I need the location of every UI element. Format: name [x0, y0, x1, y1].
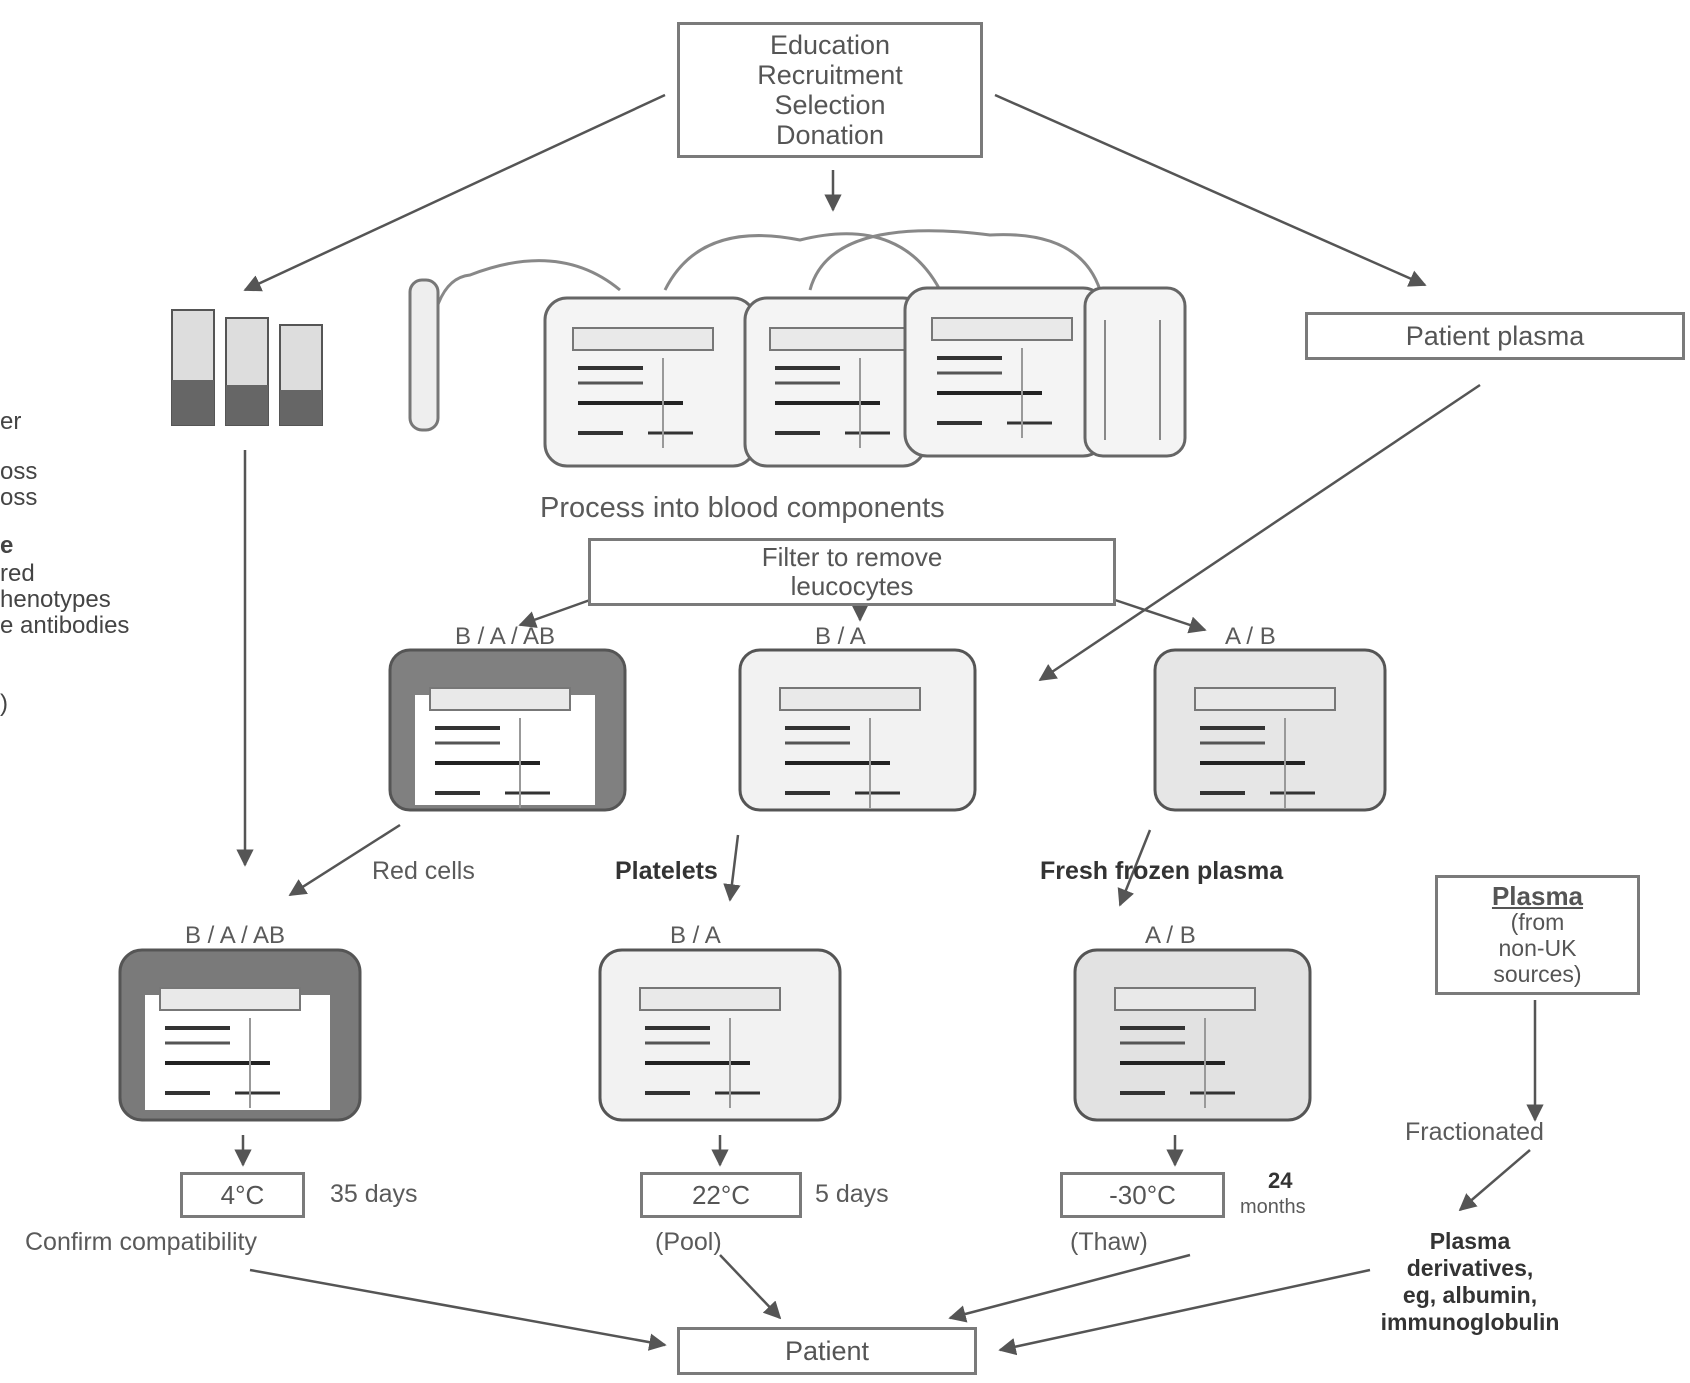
storage-duration-ffp: 24 — [1268, 1168, 1292, 1194]
bag-code-platelets: B / A — [815, 623, 866, 651]
patient-box: Patient — [677, 1327, 977, 1375]
derivatives-line: Plasma — [1310, 1228, 1630, 1255]
storage-duration-platelets: 5 days — [815, 1180, 889, 1209]
left-fragment: e — [0, 532, 13, 560]
filter-box: Filter to remove leucocytes — [588, 538, 1116, 606]
storage-temp-ffp: -30°C — [1060, 1172, 1225, 1218]
left-fragment: er — [0, 408, 21, 436]
donation-line: Donation — [776, 120, 884, 150]
plasma-line: sources) — [1493, 961, 1581, 987]
bag-ffp-stored — [1075, 950, 1310, 1120]
plasma-derivatives-label: Plasma derivatives, eg, albumin, immunog… — [1310, 1228, 1630, 1336]
pool-label: (Pool) — [655, 1228, 722, 1257]
left-fragment: oss — [0, 458, 37, 486]
plasma-title: Plasma — [1492, 883, 1583, 909]
bag-code-red-cells-stored: B / A / AB — [185, 922, 285, 950]
education-line: Education — [770, 30, 890, 60]
recruitment-line: Recruitment — [757, 60, 903, 90]
derivatives-line: derivatives, — [1310, 1255, 1630, 1282]
collection-bag-set-illustration — [410, 231, 1185, 466]
bag-red-cells-stored — [120, 950, 360, 1120]
storage-temp-platelets: 22°C — [640, 1172, 802, 1218]
left-fragment: red — [0, 560, 35, 588]
selection-line: Selection — [774, 90, 885, 120]
bag-code-red-cells: B / A / AB — [455, 623, 555, 651]
sample-tubes-illustration — [172, 310, 322, 425]
ffp-label: Fresh frozen plasma — [1040, 857, 1283, 886]
plasma-source-box: Plasma (from non-UK sources) — [1435, 875, 1640, 995]
platelets-label: Platelets — [615, 857, 718, 886]
storage-duration-red-cells: 35 days — [330, 1180, 418, 1209]
storage-temp-red-cells: 4°C — [180, 1172, 305, 1218]
patient-plasma-box: Patient plasma — [1305, 312, 1685, 360]
process-label: Process into blood components — [540, 492, 945, 525]
filter-line-1: Filter to remove — [762, 543, 943, 572]
education-box: Education Recruitment Selection Donation — [677, 22, 983, 158]
bag-code-ffp-stored: A / B — [1145, 922, 1196, 950]
bag-code-platelets-stored: B / A — [670, 922, 721, 950]
bag-fresh-frozen-plasma — [1155, 650, 1385, 810]
left-fragment: ) — [0, 690, 8, 718]
left-fragment: henotypes — [0, 586, 111, 614]
derivatives-line: eg, albumin, — [1310, 1282, 1630, 1309]
thaw-label: (Thaw) — [1070, 1228, 1148, 1257]
bag-platelets — [740, 650, 975, 810]
left-fragment: oss — [0, 484, 37, 512]
bag-platelets-stored — [600, 950, 840, 1120]
bag-red-cells — [390, 650, 625, 810]
derivatives-line: immunoglobulin — [1310, 1309, 1630, 1336]
confirm-compatibility-label: Confirm compatibility — [25, 1228, 257, 1257]
fractionated-label: Fractionated — [1405, 1118, 1544, 1147]
filter-line-2: leucocytes — [791, 572, 914, 601]
red-cells-label: Red cells — [372, 857, 475, 886]
plasma-line: non-UK — [1499, 935, 1577, 961]
left-fragment: e antibodies — [0, 612, 129, 640]
plasma-line: (from — [1511, 909, 1565, 935]
bag-code-ffp: A / B — [1225, 623, 1276, 651]
storage-duration-ffp-unit: months — [1240, 1196, 1306, 1219]
